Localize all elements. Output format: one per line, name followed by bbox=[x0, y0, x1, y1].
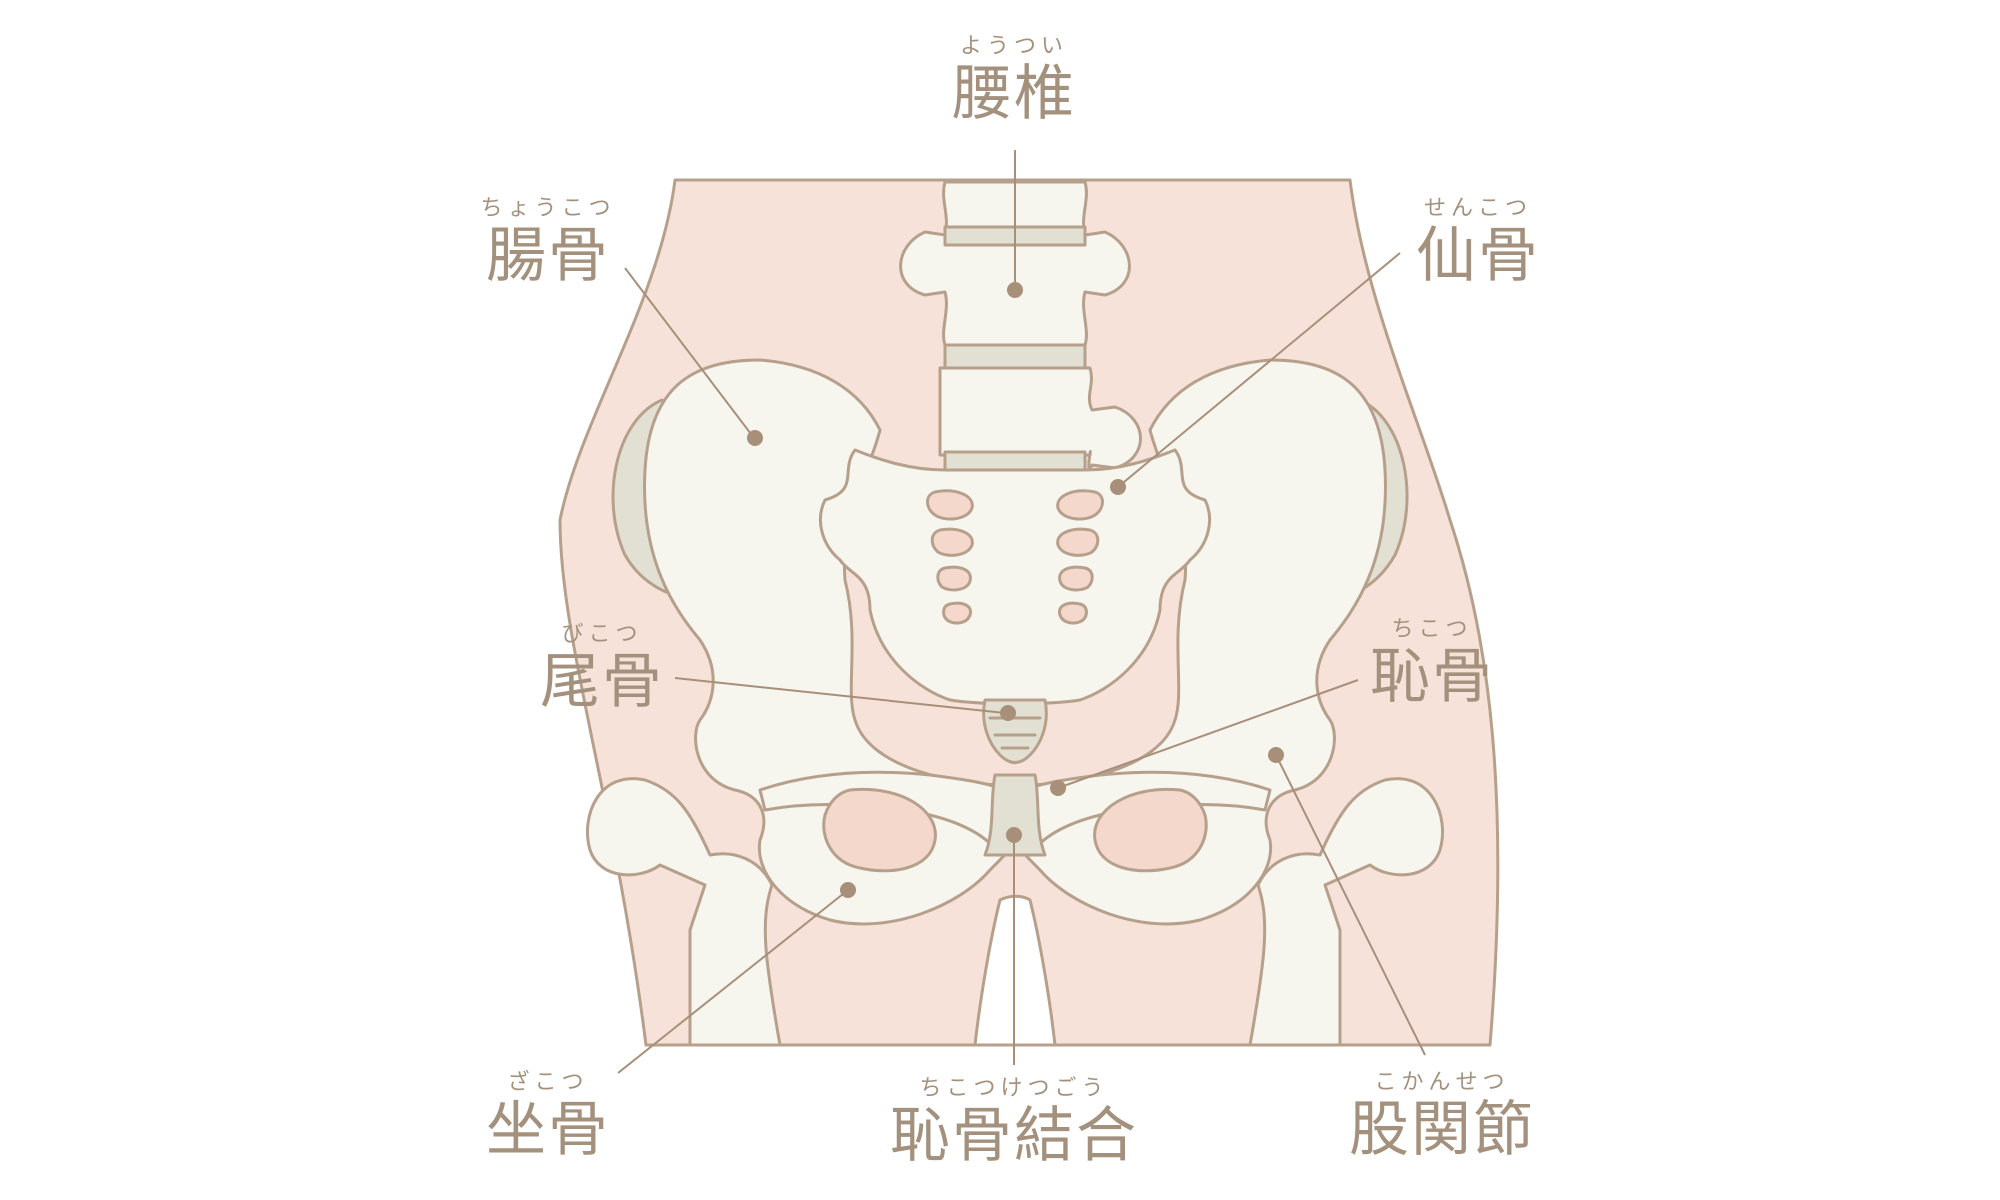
dot-coccyx bbox=[1000, 705, 1016, 721]
coccyx bbox=[982, 698, 1048, 764]
label-coccyx-ruby: びこつ bbox=[561, 622, 643, 647]
label-sacrum-ruby: せんこつ bbox=[1423, 196, 1532, 221]
label-pubis-ruby: ちこつ bbox=[1391, 617, 1473, 642]
label-pubis-text: 恥骨 bbox=[1370, 642, 1494, 712]
leader-pubis bbox=[1057, 679, 1359, 789]
leader-sacrum bbox=[1117, 252, 1401, 488]
leader-coccyx bbox=[674, 677, 1006, 714]
label-lumbar-ruby: ようつい bbox=[959, 34, 1068, 59]
dot-ischium bbox=[840, 882, 856, 898]
leader-ilium bbox=[624, 267, 755, 439]
dot-pubis bbox=[1050, 780, 1066, 796]
left-obturator-foramen bbox=[822, 787, 937, 873]
sacral-foramina bbox=[926, 489, 1104, 625]
dot-ilium bbox=[747, 430, 763, 446]
left-femur bbox=[585, 777, 782, 1047]
label-ischium: ざこつ 坐骨 bbox=[486, 1070, 610, 1162]
dot-hip-joint bbox=[1268, 747, 1284, 763]
label-sacrum-text: 仙骨 bbox=[1416, 221, 1540, 291]
dot-sacrum bbox=[1110, 479, 1126, 495]
label-sacrum: せんこつ 仙骨 bbox=[1416, 196, 1540, 288]
dot-symphysis bbox=[1006, 827, 1022, 843]
label-ilium: ちょうこつ 腸骨 bbox=[480, 196, 615, 288]
leader-ischium bbox=[617, 889, 849, 1074]
dot-lumbar bbox=[1007, 282, 1023, 298]
lumbar-vertebra-lower bbox=[938, 366, 1142, 470]
lumbar-disc-middle bbox=[943, 343, 1087, 370]
leader-hip-joint bbox=[1275, 754, 1426, 1056]
label-symphysis-text: 恥骨結合 bbox=[890, 1101, 1138, 1171]
label-coccyx-text: 尾骨 bbox=[540, 647, 664, 717]
label-pubis: ちこつ 恥骨 bbox=[1370, 617, 1494, 709]
label-symphysis-ruby: ちこつけつごう bbox=[919, 1076, 1109, 1101]
label-coccyx: びこつ 尾骨 bbox=[540, 622, 664, 714]
coccyx-segments bbox=[988, 716, 1042, 750]
label-hip-joint-ruby: こかんせつ bbox=[1374, 1070, 1510, 1095]
label-ischium-text: 坐骨 bbox=[486, 1095, 610, 1165]
right-obturator-foramen bbox=[1093, 787, 1208, 873]
label-ilium-text: 腸骨 bbox=[485, 221, 610, 291]
pubic-symphysis-cartilage bbox=[983, 773, 1047, 857]
label-hip-joint-text: 股関節 bbox=[1349, 1095, 1535, 1165]
label-lumbar: ようつい 腰椎 bbox=[952, 34, 1076, 126]
label-ilium-ruby: ちょうこつ bbox=[480, 196, 616, 221]
label-lumbar-text: 腰椎 bbox=[952, 59, 1076, 129]
label-hip-joint: こかんせつ 股関節 bbox=[1349, 1070, 1535, 1162]
label-ischium-ruby: ざこつ bbox=[507, 1070, 589, 1095]
label-symphysis: ちこつけつごう 恥骨結合 bbox=[890, 1076, 1138, 1168]
